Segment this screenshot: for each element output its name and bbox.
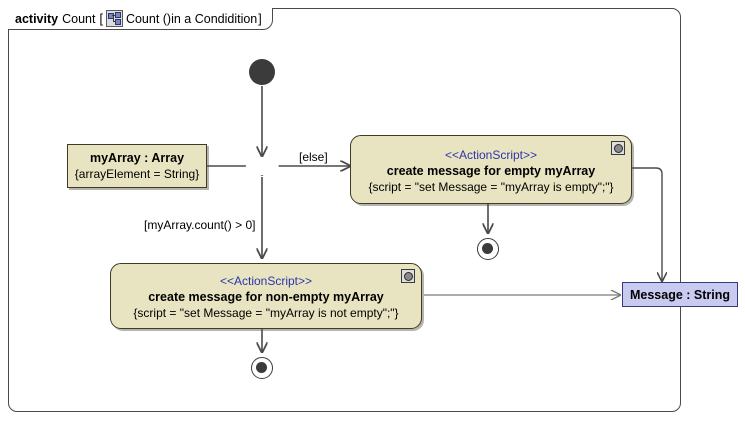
- frame-bracket-close: ]: [258, 11, 262, 26]
- object-node-myarray[interactable]: myArray : Array {arrayElement = String}: [67, 144, 207, 188]
- activity-frame-header: activity Count [ Count ()in a Condiditio…: [8, 8, 273, 30]
- activity-frame: [8, 8, 681, 412]
- action-script-icon: [611, 141, 625, 155]
- action-name: create message for empty myArray: [386, 163, 596, 178]
- object-node-title: Message : String: [629, 287, 731, 302]
- activity-icon: [105, 10, 123, 27]
- decision-node: [245, 156, 279, 176]
- action-name: create message for non-empty myArray: [148, 290, 384, 304]
- action-stereotype: <<ActionScript>>: [444, 147, 538, 162]
- action-node-empty-message[interactable]: <<ActionScript>> create message for empt…: [350, 135, 632, 204]
- frame-bracket-open: [: [99, 11, 103, 26]
- guard-label-else: [else]: [299, 150, 328, 164]
- activity-final-node-lower: [251, 357, 273, 379]
- frame-qualified-name: Count ()in a Condidition: [125, 11, 258, 26]
- activity-final-node-upper: [477, 238, 499, 260]
- action-script-body: {script = "set Message = "myArray is emp…: [368, 179, 614, 194]
- object-node-message[interactable]: Message : String: [622, 282, 738, 307]
- frame-keyword: activity: [15, 11, 59, 26]
- frame-activity-name: Count: [62, 11, 96, 26]
- action-stereotype: <<ActionScript>>: [219, 274, 313, 288]
- action-script-icon: [401, 269, 415, 283]
- action-node-nonempty-message[interactable]: <<ActionScript>> create message for non-…: [110, 263, 422, 329]
- object-node-title: myArray : Array: [89, 150, 185, 165]
- guard-label-count: [myArray.count() > 0]: [144, 218, 256, 232]
- initial-node: [249, 59, 275, 85]
- action-script-body: {script = "set Message = "myArray is not…: [133, 306, 399, 320]
- object-node-attribute: {arrayElement = String}: [74, 166, 200, 181]
